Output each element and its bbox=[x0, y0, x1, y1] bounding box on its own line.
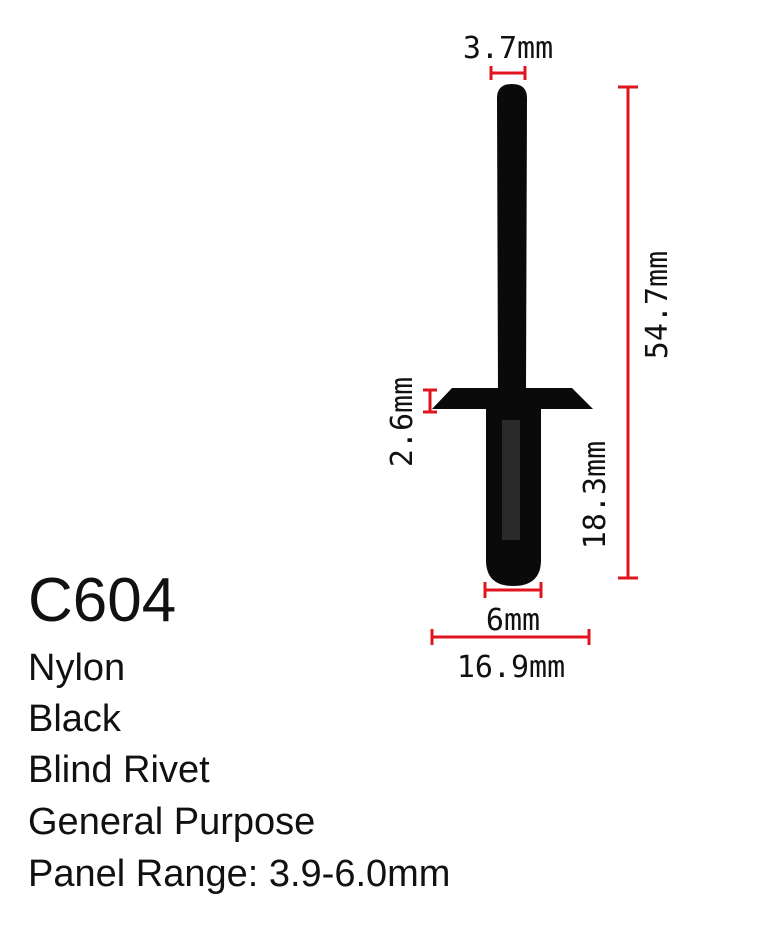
product-code: C604 bbox=[28, 566, 177, 635]
rivet-part bbox=[432, 84, 593, 586]
pin-diameter-bracket bbox=[489, 66, 527, 80]
total-length-label: 54.7mm bbox=[640, 251, 675, 359]
spec-material: Nylon bbox=[28, 647, 126, 689]
head-diameter-label: 16.9mm bbox=[457, 650, 565, 685]
spec-color: Black bbox=[28, 698, 121, 740]
head-thickness-bracket bbox=[423, 388, 437, 414]
spec-type: Blind Rivet bbox=[28, 749, 210, 791]
rivet-body-slot bbox=[502, 420, 520, 540]
spec-panel-range: Panel Range: 3.9-6.0mm bbox=[28, 853, 451, 895]
body-length-label: 18.3mm bbox=[578, 441, 613, 549]
body-diameter-label: 6mm bbox=[486, 603, 540, 638]
rivet-head-flange bbox=[432, 388, 593, 409]
dimension-lines bbox=[423, 66, 638, 645]
spec-application: General Purpose bbox=[28, 801, 316, 843]
pin-diameter-label: 3.7mm bbox=[463, 31, 553, 66]
body-diameter-bracket bbox=[483, 582, 543, 598]
head-diameter-line bbox=[430, 629, 591, 645]
total-length-line bbox=[618, 85, 638, 580]
rivet-pin bbox=[497, 84, 527, 392]
head-thickness-label: 2.6mm bbox=[385, 377, 420, 467]
